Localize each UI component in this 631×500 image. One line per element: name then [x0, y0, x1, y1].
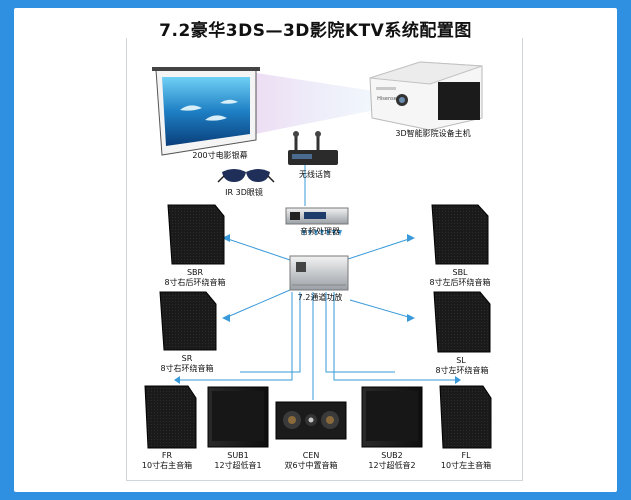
- connector-lines: [180, 165, 455, 400]
- sl-label: 8寸左环绕音箱: [435, 366, 489, 375]
- fl-code: FL: [461, 451, 471, 460]
- speaker-sub2: [361, 386, 423, 448]
- glasses-3d: [217, 169, 275, 183]
- projector-label: 3D智能影院设备主机: [395, 129, 471, 138]
- fr-code: FR: [161, 451, 173, 460]
- speaker-sbl: [431, 204, 489, 265]
- amplifier: [289, 255, 349, 291]
- sl-code: SL: [456, 356, 466, 365]
- screen-label: 200寸电影银幕: [192, 151, 248, 160]
- sbr-label: 8寸右后环绕音箱: [164, 278, 226, 287]
- processor-label: 音频处理器: [300, 227, 340, 236]
- sub1-code: SUB1: [227, 451, 249, 460]
- cen-label: 双6寸中置音箱: [284, 461, 338, 470]
- audio-processor: [285, 207, 349, 236]
- amplifier-label: 7.2通道功放: [297, 293, 343, 302]
- wireless-mic: [288, 131, 338, 165]
- projection-screen: [152, 67, 260, 156]
- diagram-title: 7.2豪华3DS—3D影院KTV系统配置图: [159, 21, 472, 41]
- sr-code: SR: [181, 354, 193, 363]
- connector-arrows: [174, 234, 461, 384]
- projector-beam: [250, 72, 400, 135]
- speaker-sl: [433, 291, 491, 353]
- sbr-code: SBR: [186, 268, 204, 277]
- speaker-sbr: [167, 204, 225, 265]
- speaker-sr: [159, 291, 217, 351]
- sr-label: 8寸右环绕音箱: [160, 364, 214, 373]
- sub2-label: 12寸超低音2: [368, 461, 416, 470]
- projector-unit: [369, 61, 483, 131]
- speaker-cen: [275, 401, 347, 440]
- fl-label: 10寸左主音箱: [440, 461, 492, 470]
- speaker-sub1: [207, 386, 269, 448]
- speaker-fl: [439, 385, 492, 449]
- glasses-label: IR 3D眼镜: [225, 188, 263, 197]
- sub2-code: SUB2: [381, 451, 403, 460]
- sbl-label: 8寸左后环绕音箱: [429, 278, 491, 287]
- projector-brand: Hisense: [377, 96, 397, 102]
- sub1-label: 12寸超低音1: [214, 461, 262, 470]
- sbl-code: SBL: [452, 268, 468, 277]
- speaker-fr: [144, 385, 197, 449]
- fr-label: 10寸右主音箱: [141, 461, 193, 470]
- cen-code: CEN: [302, 451, 320, 460]
- mic-label: 无线话筒: [299, 170, 331, 179]
